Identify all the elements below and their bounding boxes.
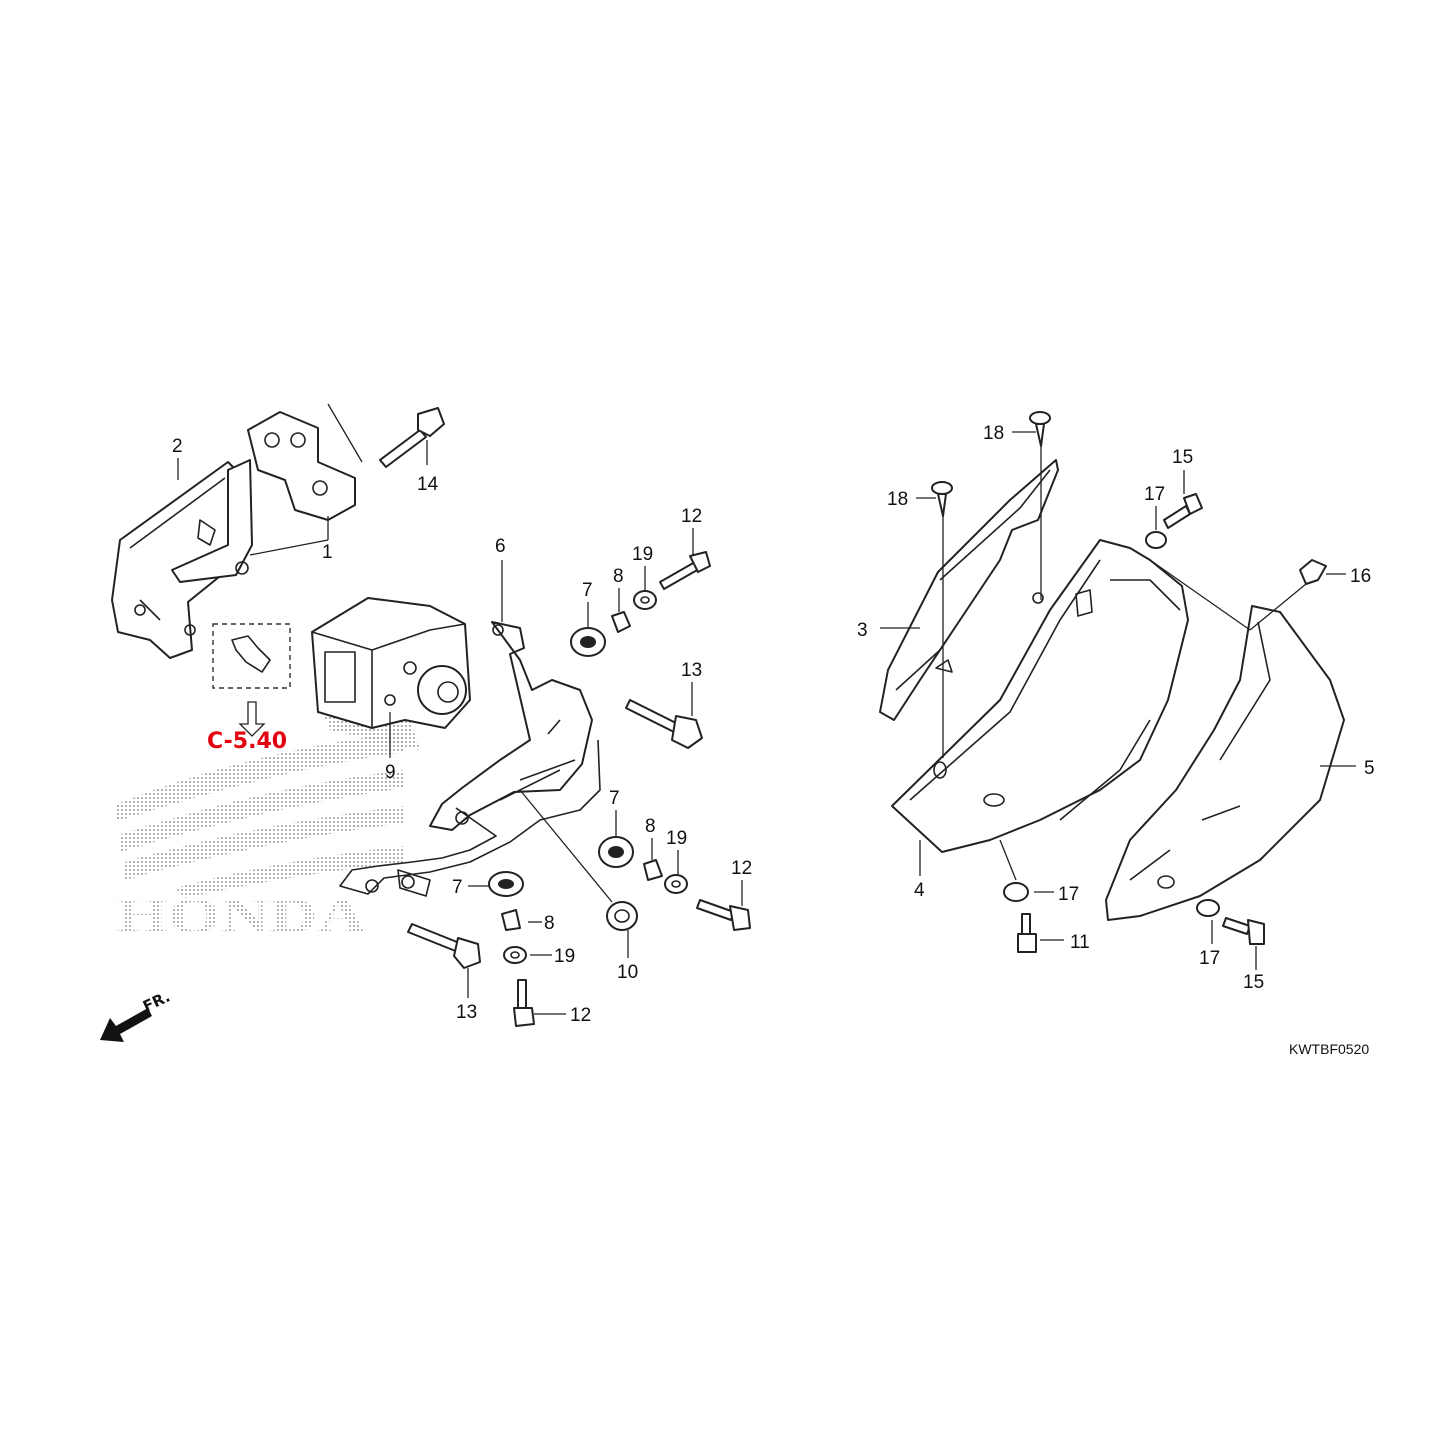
part-8-collar-upper xyxy=(611,611,631,633)
label-part-10: 10 xyxy=(617,962,638,983)
label-part-19-mid: 19 xyxy=(666,828,687,849)
part-11-bolt xyxy=(1017,913,1037,953)
part-3-inner-cover xyxy=(879,459,1059,721)
part-7-grommet-upper xyxy=(570,627,606,657)
part-13-bolt-upper xyxy=(625,699,703,749)
part-9-abs-modulator xyxy=(311,597,471,750)
part-8-collar-lower xyxy=(501,909,521,931)
label-part-18-upper: 18 xyxy=(983,423,1004,444)
label-part-7-upper: 7 xyxy=(582,580,593,601)
label-part-8-lower: 8 xyxy=(544,913,555,934)
label-part-17-upper: 17 xyxy=(1144,484,1165,505)
part-6-frame-bracket xyxy=(339,621,601,897)
label-part-19-upper: 19 xyxy=(632,544,653,565)
honda-wing-watermark: HONDA xyxy=(115,732,405,943)
label-part-7-mid: 7 xyxy=(609,788,620,809)
label-part-12-mid: 12 xyxy=(731,858,752,879)
label-part-13-lower: 13 xyxy=(456,1002,477,1023)
label-part-19-lower: 19 xyxy=(554,946,575,967)
label-part-4: 4 xyxy=(914,880,925,901)
part-7-grommet-lower xyxy=(488,871,524,897)
label-part-15-upper: 15 xyxy=(1172,447,1193,468)
label-part-8-mid: 8 xyxy=(645,816,656,837)
part-14-bolt xyxy=(379,407,445,468)
part-15-screw-lower xyxy=(1222,917,1265,945)
label-part-12-upper: 12 xyxy=(681,506,702,527)
part-labels: 2 1 14 9 6 7 8 19 12 13 7 8 19 12 7 8 19… xyxy=(172,423,1375,1026)
part-18-screw-lower xyxy=(931,481,953,517)
part-12-bolt-mid xyxy=(696,899,751,931)
part-15-screw-upper xyxy=(1163,493,1203,529)
diagram-code: KWTBF0520 xyxy=(1289,1041,1369,1057)
label-part-9: 9 xyxy=(385,762,396,783)
part-17-nut-upper xyxy=(1145,531,1167,549)
part-8-collar-mid xyxy=(643,859,663,881)
part-17-nut-right xyxy=(1196,899,1220,917)
label-part-11: 11 xyxy=(1070,932,1090,953)
label-part-3: 3 xyxy=(857,620,868,641)
part-10-grommet xyxy=(606,901,638,931)
reference-link[interactable]: C-5.40 xyxy=(207,729,287,754)
label-part-1: 1 xyxy=(322,542,333,563)
part-19-washer-mid xyxy=(664,874,688,894)
part-12-bolt-lower xyxy=(513,979,535,1027)
part-19-washer-lower xyxy=(503,946,527,964)
label-part-17-lower: 17 xyxy=(1058,884,1079,905)
front-marker-text: FR. xyxy=(140,988,173,1016)
front-direction-arrow: FR. xyxy=(100,988,173,1042)
part-7-grommet-mid xyxy=(598,836,634,868)
label-part-2: 2 xyxy=(172,436,183,457)
label-part-18-lower: 18 xyxy=(887,489,908,510)
part-5-side-cover xyxy=(1105,605,1345,921)
honda-watermark-text: HONDA xyxy=(116,887,366,943)
part-1-holder xyxy=(171,411,356,583)
part-16-clip xyxy=(1299,559,1327,585)
label-part-17-right: 17 xyxy=(1199,948,1220,969)
part-18-screw-upper xyxy=(1029,411,1051,447)
part-19-washer-upper xyxy=(633,590,657,610)
part-12-bolt-upper xyxy=(659,551,711,590)
part-17-nut-lower xyxy=(1003,882,1029,902)
label-part-12-lower: 12 xyxy=(570,1005,591,1026)
part-13-bolt-lower xyxy=(407,923,481,969)
label-part-13-upper: 13 xyxy=(681,660,702,681)
label-part-15-lower: 15 xyxy=(1243,972,1264,993)
label-part-8-upper: 8 xyxy=(613,566,624,587)
clip-subview xyxy=(212,623,291,737)
label-part-7-lower: 7 xyxy=(452,877,463,898)
label-part-6: 6 xyxy=(495,536,506,557)
label-part-16: 16 xyxy=(1350,566,1371,587)
leader-lines xyxy=(177,403,1356,1015)
label-part-5: 5 xyxy=(1364,758,1375,779)
label-part-14: 14 xyxy=(417,474,439,495)
part-4-under-cover xyxy=(891,539,1189,853)
